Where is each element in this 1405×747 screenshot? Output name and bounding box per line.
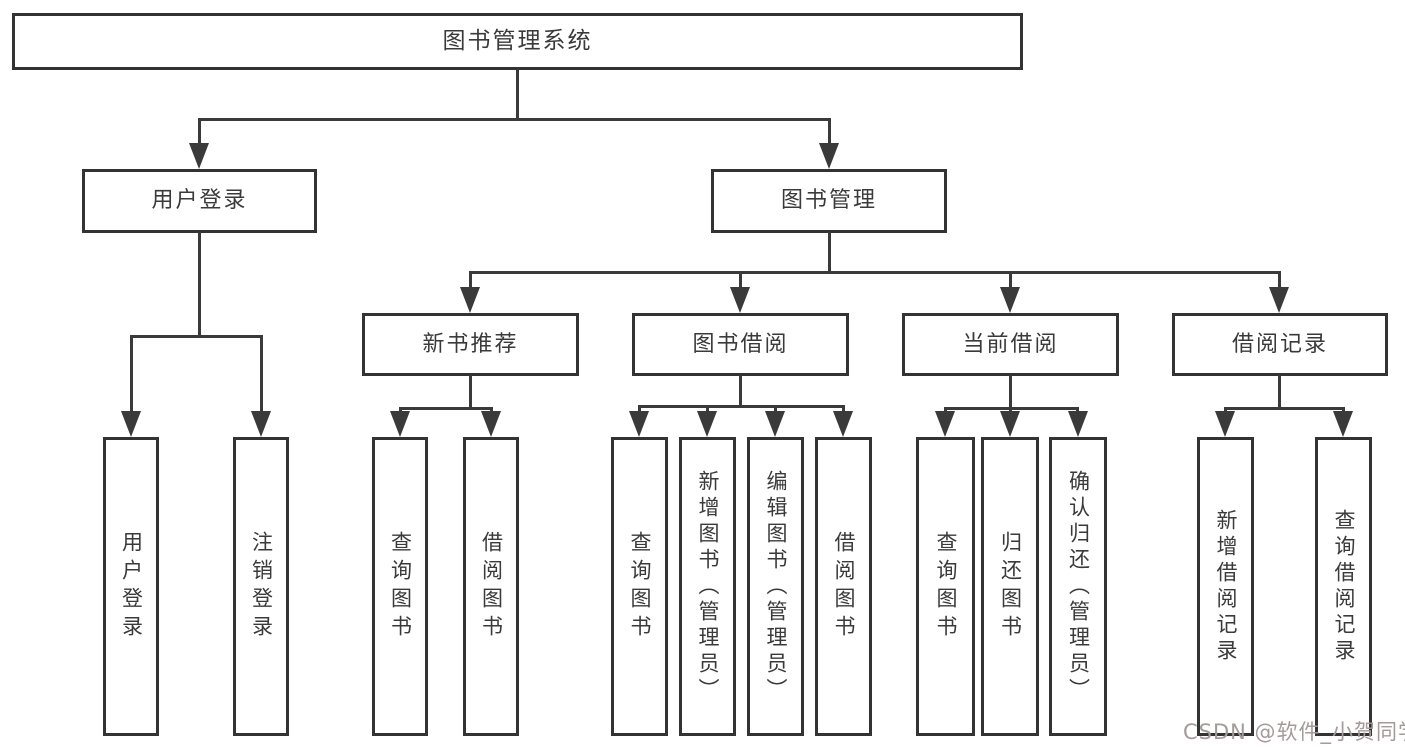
connector-line — [198, 118, 831, 121]
connector-line — [469, 271, 1281, 274]
arrow-down-icon — [1068, 411, 1088, 437]
connector-line — [638, 405, 845, 408]
node-label: 图书管理系统 — [442, 28, 593, 54]
node-user-login: 用户登录 — [82, 169, 317, 233]
leaf-query-books-recommend: 查询图书 — [372, 437, 428, 736]
leaf-confirm-return-admin: 确认归还（管理员） — [1049, 437, 1107, 736]
connector-line — [469, 375, 472, 410]
connector-line — [399, 407, 492, 410]
leaf-user-login: 用户登录 — [103, 437, 159, 736]
connector-line — [1278, 375, 1281, 410]
arrow-down-icon — [1215, 411, 1235, 437]
connector-line — [842, 405, 845, 415]
connector-line — [260, 335, 263, 414]
connector-line — [638, 405, 641, 415]
leaf-query-books-borrow: 查询图书 — [611, 437, 668, 736]
node-new-book-recommend: 新书推荐 — [362, 313, 579, 376]
arrow-down-icon — [833, 411, 853, 437]
arrow-down-icon — [1000, 287, 1020, 313]
connector-line — [1009, 375, 1012, 410]
connector-line — [828, 118, 831, 146]
node-borrow-record: 借阅记录 — [1172, 313, 1388, 376]
leaf-return-books: 归还图书 — [981, 437, 1039, 736]
arrow-down-icon — [121, 411, 141, 437]
leaf-borrow-books-recommend: 借阅图书 — [463, 437, 519, 736]
arrow-down-icon — [251, 411, 271, 437]
node-label: 当前借阅 — [962, 331, 1059, 357]
node-label: 用户登录 — [151, 188, 248, 213]
connector-line — [130, 335, 262, 338]
arrow-down-icon — [460, 287, 480, 313]
connector-line — [130, 335, 133, 414]
csdn-watermark: CSDN @软件_小贺同学 — [1183, 720, 1405, 744]
connector-line — [469, 271, 472, 290]
connector-line — [828, 232, 831, 274]
arrow-down-icon — [765, 411, 785, 437]
leaf-logout-login: 注销登录 — [233, 437, 289, 736]
leaf-borrow-books: 借阅图书 — [815, 437, 872, 736]
arrow-down-icon — [1000, 411, 1020, 437]
node-book-borrow: 图书借阅 — [632, 313, 849, 376]
connector-line — [739, 375, 742, 408]
leaf-query-borrow-record: 查询借阅记录 — [1315, 437, 1372, 736]
connector-line — [706, 405, 709, 415]
arrow-down-icon — [189, 143, 209, 169]
node-book-management: 图书管理 — [711, 169, 947, 233]
connector-line — [198, 232, 201, 338]
node-label: 借阅记录 — [1231, 331, 1328, 357]
node-label: 图书管理 — [780, 188, 877, 213]
connector-line — [516, 69, 519, 121]
node-label: 新书推荐 — [422, 331, 519, 357]
arrow-down-icon — [697, 411, 717, 437]
connector-line — [198, 118, 201, 146]
arrow-down-icon — [1333, 411, 1353, 437]
leaf-edit-books-admin: 编辑图书（管理员） — [747, 437, 804, 736]
connector-line — [774, 405, 777, 415]
node-current-borrow: 当前借阅 — [902, 313, 1119, 376]
connector-line — [1009, 271, 1012, 290]
leaf-add-books-admin: 新增图书（管理员） — [679, 437, 736, 736]
leaf-add-borrow-record: 新增借阅记录 — [1197, 437, 1254, 736]
connector-line — [1278, 271, 1281, 290]
leaf-query-books-current: 查询图书 — [916, 437, 975, 736]
arrow-down-icon — [1269, 287, 1289, 313]
arrow-down-icon — [819, 143, 839, 169]
arrow-down-icon — [935, 411, 955, 437]
node-library-system: 图书管理系统 — [12, 13, 1023, 70]
node-label: 图书借阅 — [692, 331, 789, 357]
arrow-down-icon — [730, 287, 750, 313]
connector-line — [1224, 407, 1345, 410]
arrow-down-icon — [629, 411, 649, 437]
arrow-down-icon — [481, 411, 501, 437]
connector-line — [739, 271, 742, 290]
arrow-down-icon — [390, 411, 410, 437]
